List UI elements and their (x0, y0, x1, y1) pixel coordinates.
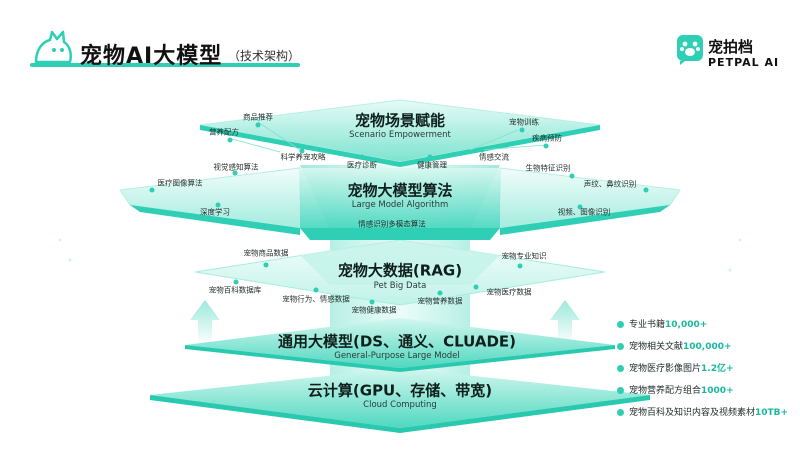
layer-algorithm-title: 宠物大模型算法 (347, 181, 453, 200)
layer-cloud-title: 云计算(GPU、存储、带宽) (307, 381, 493, 400)
node-pet-training: 宠物训练 (509, 117, 539, 127)
node-behavior-data: 宠物行为、情感数据 (282, 294, 350, 304)
bullet-dot (617, 409, 624, 416)
node-product-recommend: 商品推荐 (243, 112, 273, 122)
page-title: 宠物AI大模型 (80, 44, 223, 69)
cloud-layer-shape (150, 368, 650, 428)
right-up-arrow (550, 300, 580, 345)
layer-algorithm-subtitle: Large Model Algorithm (351, 200, 449, 210)
paw-logo-icon (677, 35, 703, 65)
stat-item: 宠物百科及知识内容及视频素材10TB+ (617, 405, 788, 418)
layer-scenario-subtitle: Scenario Empowerment (349, 130, 451, 140)
node-video-image-recognition: 视频、图像识别 (557, 207, 611, 217)
node-health-management: 健康管理 (417, 160, 447, 170)
title-logo (30, 28, 78, 72)
background-dots (58, 238, 742, 272)
left-up-arrow (190, 300, 220, 345)
node-medical-diagnosis: 医疗诊断 (347, 160, 377, 170)
bullet-dot (617, 321, 624, 328)
layer-general-title: 通用大模型(DS、通义、CLUADE) (277, 332, 517, 351)
title-underline (30, 63, 300, 67)
node-nutrition-data: 宠物营养数据 (417, 296, 463, 306)
node-medical-data: 宠物医疗数据 (486, 287, 532, 297)
general-model-layer-shape (185, 318, 615, 368)
node-medical-imaging: 医疗图像算法 (157, 178, 203, 188)
node-emotion-multimodal: 情感识别多模态算法 (358, 219, 426, 229)
pet-outline-icon (34, 30, 72, 64)
node-encyclopedia-db: 宠物百科数据库 (208, 285, 262, 295)
brand-logo (676, 34, 704, 70)
brand-name-cn: 宠拍档 (708, 38, 754, 56)
layer-general-subtitle: General-Purpose Large Model (334, 351, 460, 361)
node-deep-learning: 深度学习 (200, 207, 230, 217)
stat-item: 宠物营养配方组合1000+ (617, 383, 734, 396)
bullet-dot (617, 365, 624, 372)
node-professional-knowledge: 宠物专业知识 (501, 251, 547, 261)
bullet-dot (617, 387, 624, 394)
node-emotional-exchange: 情感交流 (479, 152, 509, 162)
node-voiceprint-noseprint: 声纹、鼻纹识别 (583, 179, 637, 189)
node-pet-guide: 科学养宠攻略 (280, 152, 326, 162)
node-visual-perception: 视觉感知算法 (213, 162, 259, 172)
node-nutrition-formula: 营养配方 (209, 127, 239, 137)
node-health-data: 宠物健康数据 (351, 305, 397, 315)
layer-data-subtitle: Pet Big Data (373, 281, 427, 291)
stat-item: 专业书籍10,000+ (617, 317, 707, 330)
page-subtitle: （技术架构） (228, 49, 301, 63)
scenario-connectors (231, 121, 547, 153)
layer-cloud-subtitle: Cloud Computing (363, 400, 437, 410)
node-disease-prevention: 疾病预防 (532, 133, 562, 143)
node-dots (149, 122, 649, 305)
node-biometric: 生物特征识别 (525, 163, 571, 173)
algorithm-middle (300, 168, 500, 228)
stat-item: 宠物医疗影像图片1.2亿+ (617, 361, 734, 374)
brand-name-en: PETPAL AI (708, 56, 780, 69)
bullet-dot (617, 343, 624, 350)
layer-scenario-title: 宠物场景赋能 (354, 111, 446, 130)
layer-data-title: 宠物大数据(RAG) (337, 261, 463, 280)
node-product-data: 宠物商品数据 (243, 248, 289, 258)
stat-item: 宠物相关文献100,000+ (617, 339, 732, 352)
